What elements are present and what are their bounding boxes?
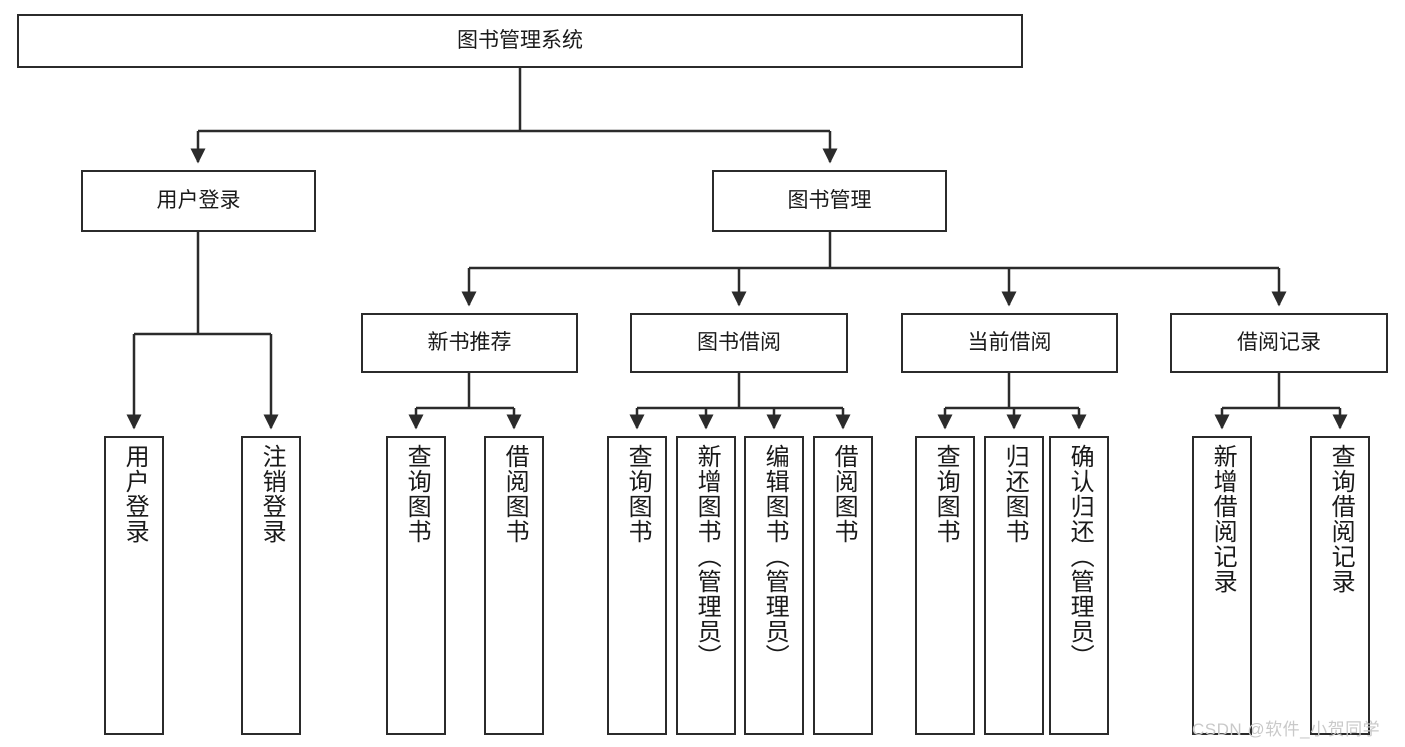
node-leaf-query-book-2[interactable]: 查询图书	[607, 436, 667, 735]
node-book-management-label: 图书管理	[787, 188, 872, 212]
node-leaf-query-book-3-label: 查询图书	[932, 444, 960, 544]
node-root[interactable]: 图书管理系统	[17, 14, 1023, 68]
node-current-borrow-label: 当前借阅	[967, 330, 1052, 354]
node-current-borrow[interactable]: 当前借阅	[901, 313, 1118, 373]
node-leaf-logout-login[interactable]: 注销登录	[241, 436, 301, 735]
node-leaf-add-book-admin[interactable]: 新增图书（管理员）	[676, 436, 736, 735]
node-leaf-user-login[interactable]: 用户登录	[104, 436, 164, 735]
node-borrow-record-label: 借阅记录	[1237, 330, 1321, 354]
node-leaf-add-book-admin-label: 新增图书（管理员）	[693, 444, 721, 669]
node-leaf-query-book-3[interactable]: 查询图书	[915, 436, 975, 735]
node-leaf-borrow-book-2-label: 借阅图书	[830, 444, 858, 544]
node-leaf-return-book[interactable]: 归还图书	[984, 436, 1044, 735]
node-leaf-query-book-1-label: 查询图书	[403, 444, 431, 544]
node-leaf-borrow-book-1-label: 借阅图书	[501, 444, 529, 544]
node-leaf-add-borrow-record[interactable]: 新增借阅记录	[1192, 436, 1252, 735]
node-user-login-label: 用户登录	[156, 188, 241, 212]
node-borrow-record[interactable]: 借阅记录	[1170, 313, 1388, 373]
node-leaf-query-book-2-label: 查询图书	[624, 444, 652, 544]
node-leaf-borrow-book-2[interactable]: 借阅图书	[813, 436, 873, 735]
node-new-book-recommend-label: 新书推荐	[427, 330, 512, 354]
node-leaf-query-book-1[interactable]: 查询图书	[386, 436, 446, 735]
node-root-label: 图书管理系统	[457, 28, 583, 52]
node-new-book-recommend[interactable]: 新书推荐	[361, 313, 578, 373]
node-leaf-edit-book-admin-label: 编辑图书（管理员）	[761, 444, 789, 669]
node-leaf-confirm-return-admin[interactable]: 确认归还（管理员）	[1049, 436, 1109, 735]
node-leaf-return-book-label: 归还图书	[1001, 444, 1029, 544]
node-book-management[interactable]: 图书管理	[712, 170, 947, 232]
node-leaf-query-borrow-record[interactable]: 查询借阅记录	[1310, 436, 1370, 735]
node-leaf-user-login-label: 用户登录	[121, 444, 149, 544]
node-leaf-logout-login-label: 注销登录	[258, 444, 286, 544]
node-user-login[interactable]: 用户登录	[81, 170, 316, 232]
csdn-watermark: CSDN @软件_小贺同学	[1192, 720, 1381, 739]
node-book-borrow[interactable]: 图书借阅	[630, 313, 848, 373]
node-leaf-borrow-book-1[interactable]: 借阅图书	[484, 436, 544, 735]
node-leaf-confirm-return-admin-label: 确认归还（管理员）	[1066, 444, 1094, 669]
node-leaf-edit-book-admin[interactable]: 编辑图书（管理员）	[744, 436, 804, 735]
node-leaf-add-borrow-record-label: 新增借阅记录	[1209, 444, 1237, 594]
node-book-borrow-label: 图书借阅	[697, 330, 781, 354]
node-leaf-query-borrow-record-label: 查询借阅记录	[1327, 444, 1355, 594]
